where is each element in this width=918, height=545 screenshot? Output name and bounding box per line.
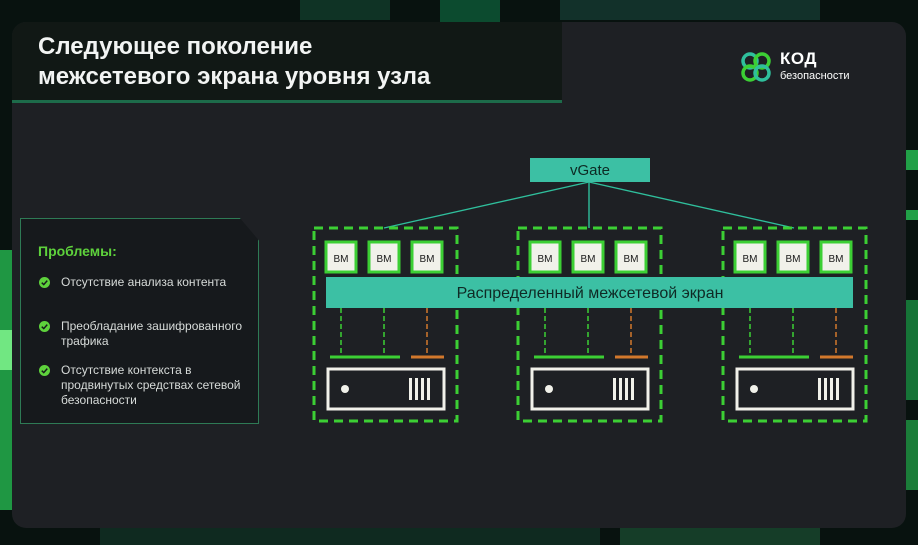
slide-title: Следующее поколение межсетевого экрана у… (38, 32, 430, 92)
slide-title-line-1: Следующее поколение (38, 33, 313, 60)
vm-label: ВМ (743, 254, 758, 265)
host-group-1: ВМ ВМ ВМ (312, 226, 459, 423)
vm-label: ВМ (829, 254, 844, 265)
host-group-3: ВМ ВМ ВМ (721, 226, 868, 423)
title-box: Следующее поколение межсетевого экрана у… (12, 22, 562, 103)
brand-logo: КОД безопасности (738, 48, 878, 88)
server-icon (735, 367, 855, 411)
vm-label: ВМ (581, 254, 596, 265)
vm-box: ВМ (614, 240, 648, 274)
distributed-firewall-bar: Распределенный межсетевой экран (326, 277, 853, 308)
problem-text: Отсутствие анализа контента (61, 275, 227, 289)
vm-label: ВМ (377, 254, 392, 265)
vm-box: ВМ (733, 240, 767, 274)
firewall-label: Распределенный межсетевой экран (457, 285, 724, 302)
check-circle-icon (39, 365, 50, 376)
problems-panel: Проблемы: Отсутствие анализа контента Пр… (20, 218, 259, 424)
vm-label: ВМ (786, 254, 801, 265)
host-group-2: ВМ ВМ ВМ (516, 226, 663, 423)
vm-box: ВМ (528, 240, 562, 274)
controller-links (383, 181, 795, 229)
vm-box: ВМ (776, 240, 810, 274)
vgate-label: vGate (570, 162, 610, 179)
vgate-node: vGate (530, 158, 650, 182)
problem-text: Преобладание зашифрованного трафика (61, 319, 243, 348)
slide-title-line-2: межсетевого экрана уровня узла (38, 63, 431, 90)
server-icon (530, 367, 650, 411)
vm-label: ВМ (538, 254, 553, 265)
logo-subtitle: безопасности (780, 70, 850, 82)
check-circle-icon (39, 321, 50, 332)
vm-box: ВМ (819, 240, 853, 274)
check-circle-icon (39, 277, 50, 288)
vm-box: ВМ (324, 240, 358, 274)
vm-label: ВМ (334, 254, 349, 265)
problem-text: Отсутствие контекста в продвинутых средс… (61, 363, 241, 407)
slide: Следующее поколение межсетевого экрана у… (12, 22, 906, 528)
problems-heading: Проблемы: (38, 243, 117, 259)
vm-box: ВМ (571, 240, 605, 274)
vm-box: ВМ (367, 240, 401, 274)
vm-label: ВМ (624, 254, 639, 265)
code-knot-logo-icon (741, 52, 771, 82)
vm-box: ВМ (410, 240, 444, 274)
firewall-diagram: vGate ВМ ВМ ВМ ВМ ВМ (312, 158, 868, 423)
server-icon (326, 367, 446, 411)
logo-name: КОД (780, 49, 817, 68)
vm-label: ВМ (420, 254, 435, 265)
